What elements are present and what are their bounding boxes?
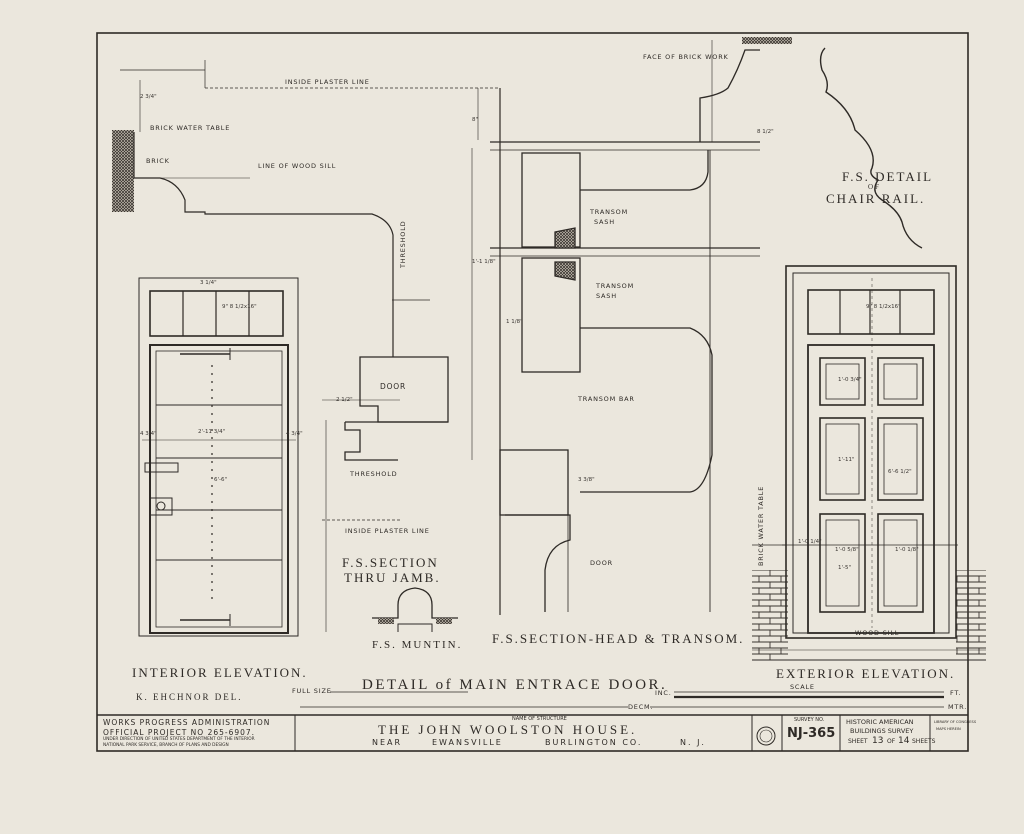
survey-no-label: SURVEY NO. [794, 717, 825, 723]
scale-ft: FT. [950, 689, 962, 697]
loc-line-2: MAPS HEREIN [936, 727, 961, 731]
sheet-total: 14 [898, 736, 910, 746]
wpa-line-2: OFFICIAL PROJECT NO 265-6907. [103, 728, 256, 737]
dim-ext-rail-1: 1'-0 1/4" [798, 539, 822, 545]
caption-interior-elevation: INTERIOR ELEVATION. [132, 665, 308, 680]
wpa-line-4: NATIONAL PARK SERVICE, BRANCH OF PLANS A… [103, 743, 229, 748]
sheet-of-word: OF [887, 738, 896, 745]
dim-ext-height: 6'-6 1/2" [888, 469, 912, 475]
dim-face-brick: 8 1/2" [757, 129, 774, 135]
label-door-jamb: DOOR [380, 382, 406, 391]
dim-head-height: 8" [472, 117, 479, 123]
caption-chair-rail-of: OF [868, 183, 881, 191]
dim-transom-bar: 3 3/8" [578, 477, 595, 483]
location-county: BURLINGTON CO. [545, 738, 643, 747]
caption-chair-rail-1: F.S. DETAIL [842, 169, 934, 184]
wpa-line-3: UNDER DIRECTION OF UNITED STATES DEPARTM… [103, 737, 255, 742]
chair-rail-profile [819, 47, 923, 249]
label-transom-bar: TRANSOM BAR [578, 395, 635, 403]
loc-line-1: LIBRARY OF CONGRESS [934, 720, 977, 724]
scale-label: SCALE [790, 683, 815, 691]
caption-section-head: F.S.SECTION-HEAD & TRANSOM. [492, 631, 745, 646]
sheet-border [96, 32, 969, 752]
label-transom-2: TRANSOM [596, 282, 634, 290]
sheet-word: SHEET [848, 738, 868, 745]
label-transom-1: TRANSOM [590, 208, 628, 216]
habs-line-2: BUILDINGS SURVEY [850, 727, 914, 735]
location-near: NEAR [372, 738, 403, 747]
scale-bars [300, 691, 944, 708]
habs-line-1: HISTORIC AMERICAN [846, 718, 914, 726]
label-brick-water-table-ext: BRICK WATER TABLE [757, 485, 765, 566]
sheets-word: SHEETS [912, 738, 936, 745]
location-state: N. J. [680, 738, 706, 747]
caption-muntin: F.S. MUNTIN. [372, 639, 463, 651]
structure-name: THE JOHN WOOLSTON HOUSE. [378, 722, 638, 737]
dim-int-width: 2'-11 3/4" [198, 429, 226, 435]
scale-mtr: MTR. [948, 703, 968, 711]
dim-int-height: 6'-6" [214, 477, 228, 483]
dim-int-top: 3 1/4" [200, 280, 217, 286]
muntin-detail [372, 587, 458, 632]
label-wood-sill: WOOD SILL [855, 629, 900, 637]
wpa-line-1: WORKS PROGRESS ADMINISTRATION [103, 718, 271, 727]
location-town: EWANSVILLE [432, 738, 503, 747]
jamb-section-drawing [322, 299, 449, 632]
scale-inc: INC. [655, 689, 672, 697]
scale-decm: DECM. [628, 703, 654, 711]
dim-ext-transom-glass: 9" 8 1/2x16" [866, 304, 901, 310]
head-transom-section-drawing [490, 37, 792, 612]
label-sash-2: SASH [596, 292, 617, 300]
sill-section-drawing [112, 60, 501, 615]
name-of-structure-label: NAME OF STRUCTURE [512, 716, 567, 722]
dim-brick-table-offset: 2 3/4" [140, 94, 157, 100]
label-brick-water-table: BRICK WATER TABLE [150, 124, 231, 132]
caption-section-jamb-1: F.S.SECTION [342, 555, 439, 570]
sheet-number: 13 [872, 736, 884, 746]
label-threshold-vertical: THRESHOLD [399, 220, 407, 268]
dim-ext-panel-2: 1'-11" [838, 457, 855, 463]
label-line-of-wood-sill: LINE OF WOOD SILL [258, 162, 337, 170]
dim-sash-left: 1 1/8" [506, 319, 523, 325]
seal-icon [756, 726, 776, 746]
label-brick: BRICK [146, 157, 170, 165]
dim-ext-rail-2: 1'-0 5/8" [835, 547, 859, 553]
dim-ext-panel-3: 1'-5" [838, 565, 852, 571]
delineator-credit: K. EHCHNOR DEL. [136, 692, 243, 702]
caption-exterior-elevation: EXTERIOR ELEVATION. [776, 666, 956, 681]
survey-number: NJ-365 [787, 726, 836, 741]
detail-title: DETAIL of MAIN ENTRACE DOOR. [362, 677, 668, 693]
dim-transom-height: 1'-1 1/8" [472, 259, 496, 265]
interior-elevation-drawing [138, 277, 299, 637]
dim-int-margin-left: 4 3/4" [140, 431, 157, 437]
dim-int-transom-glass: 9" 8 1/2x16" [222, 304, 257, 310]
caption-chair-rail-2: CHAIR RAIL. [826, 191, 926, 206]
label-face-of-brick-work: FACE OF BRICK WORK [643, 53, 729, 61]
dim-ext-rail-3: 1'-0 1/8" [895, 547, 919, 553]
dim-door-gap: 2 1/2" [336, 397, 353, 403]
label-door-head: DOOR [590, 559, 613, 567]
label-threshold: THRESHOLD [350, 470, 398, 478]
scale-full-size: FULL SIZE [292, 687, 332, 695]
caption-section-jamb-2: THRU JAMB. [344, 570, 441, 585]
label-inside-plaster-line: INSIDE PLASTER LINE [285, 78, 370, 86]
dim-ext-panel-1: 1'-0 3/4" [838, 377, 862, 383]
exterior-elevation-drawing [752, 265, 986, 661]
label-sash-1: SASH [594, 218, 615, 226]
dim-int-margin-right: 4 3/4" [286, 431, 303, 437]
label-inside-plaster-line-lower: INSIDE PLASTER LINE [345, 527, 430, 535]
